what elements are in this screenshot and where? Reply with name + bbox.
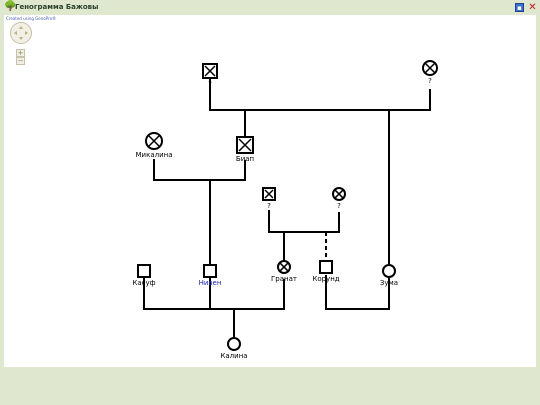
person-label: ?: [208, 80, 212, 88]
tree-icon: 🌳: [4, 1, 17, 12]
person-p3[interactable]: [262, 187, 276, 201]
person-niven[interactable]: [203, 264, 217, 278]
deceased-mark: [334, 189, 344, 199]
union-line-kasuf-niven-granat: [143, 277, 285, 310]
deceased-mark: [147, 134, 161, 148]
person-p4[interactable]: [332, 187, 346, 201]
union-line-korund-zuma: [325, 275, 390, 310]
person-kasuf[interactable]: [137, 264, 151, 278]
union-line-mikalina-biap: [153, 159, 246, 181]
credit-text: Created using GenoPro®: [6, 16, 57, 21]
person-label: Зума: [380, 279, 398, 287]
deceased-mark: [238, 138, 252, 152]
male-symbol: [319, 260, 333, 274]
zoom-out-button[interactable]: −: [16, 57, 25, 65]
pan-arrows-icon: [14, 26, 28, 40]
person-mikalina[interactable]: [145, 132, 163, 150]
close-icon[interactable]: ✕: [528, 2, 537, 13]
person-label: Корунд: [312, 275, 339, 283]
save-icon[interactable]: ▪: [515, 3, 524, 12]
union-line-top: [209, 79, 431, 111]
deceased-mark: [264, 189, 274, 199]
person-granat[interactable]: [277, 260, 291, 274]
person-label: Биап: [236, 155, 254, 163]
person-label: ?: [428, 77, 432, 85]
person-label: Гранат: [271, 275, 297, 283]
person-kalina[interactable]: [227, 337, 241, 351]
zoom-in-button[interactable]: +: [16, 49, 25, 57]
pan-control[interactable]: [10, 22, 32, 44]
person-p2[interactable]: [422, 60, 438, 76]
window-title: Генограмма Бажовы: [15, 3, 99, 11]
deceased-mark: [279, 262, 289, 272]
title-bar: 🌳 Генограмма Бажовы ▪ ✕: [0, 0, 540, 15]
person-korund[interactable]: [319, 260, 333, 274]
person-label: Микалина: [136, 151, 173, 159]
male-symbol: [137, 264, 151, 278]
person-biap[interactable]: [236, 136, 254, 154]
person-label: Нивен: [199, 279, 222, 287]
male-symbol: [203, 264, 217, 278]
person-nodes: [137, 60, 438, 351]
relationship-lines: [143, 79, 431, 337]
person-zuma[interactable]: [382, 264, 396, 278]
person-label: ?: [267, 202, 271, 210]
female-symbol: [382, 264, 396, 278]
person-label: Калина: [220, 352, 247, 360]
person-label: Касуф: [132, 279, 155, 287]
deceased-mark: [424, 62, 436, 74]
person-p1[interactable]: [202, 63, 218, 79]
union-line-mid: [268, 210, 340, 233]
person-label: ?: [337, 202, 341, 210]
deceased-mark: [204, 65, 216, 77]
female-symbol: [227, 337, 241, 351]
